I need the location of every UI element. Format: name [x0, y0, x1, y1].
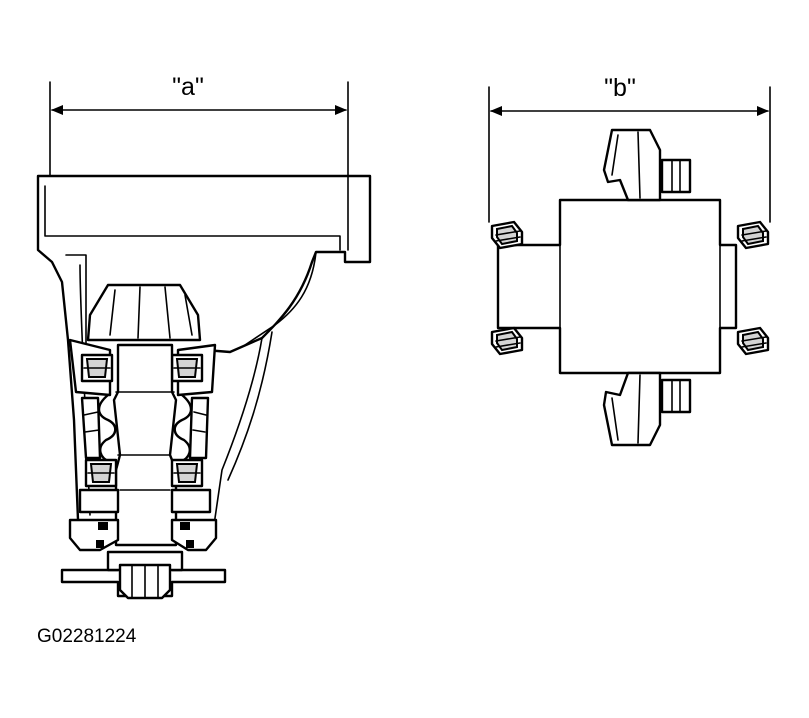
ring-gear-bolt-bottom	[660, 378, 692, 414]
differential-case-drawing	[490, 128, 770, 447]
seal-lip-right	[180, 522, 190, 530]
differential-case-body	[496, 198, 738, 375]
housing-web-hatching	[83, 411, 207, 433]
pinion-gear-head	[86, 283, 202, 342]
dimension-b: "b"	[488, 74, 771, 223]
collapsible-spacer-right	[173, 393, 193, 464]
pinion-assembly-drawing	[36, 174, 372, 600]
oil-seal-left	[68, 518, 120, 552]
side-bearing-upper-left	[490, 220, 524, 250]
side-bearing-lower-left	[490, 326, 524, 356]
rear-bearing-cup-right	[170, 488, 212, 514]
pinion-gear-teeth	[109, 286, 193, 339]
ring-gear-top	[602, 128, 662, 202]
pinion-nut-faces	[131, 564, 159, 599]
pinion-shaft	[112, 343, 178, 547]
housing-web-right	[188, 396, 210, 460]
figure-reference-code: G02281224	[37, 626, 137, 647]
ring-gear-bolt-top-head	[671, 159, 681, 193]
seal-spring-left	[96, 540, 104, 548]
rear-bearing-cup-left	[78, 488, 120, 514]
pinion-front-bearing-right	[170, 353, 204, 383]
dimension-b-label: "b"	[604, 74, 636, 102]
side-bearing-upper-right	[736, 220, 770, 250]
side-bearing-lower-right	[736, 326, 770, 356]
pinion-front-bearing-left	[80, 353, 114, 383]
collapsible-spacer-left	[97, 393, 117, 464]
ring-gear-top-flank	[611, 131, 641, 199]
dimension-a: "a"	[49, 73, 349, 251]
dimension-a-label: "a"	[172, 73, 204, 101]
ring-gear-bolt-bottom-head	[671, 379, 681, 413]
seal-spring-right	[186, 540, 194, 548]
housing-web-left	[80, 396, 102, 460]
pinion-rear-bearing-left	[84, 458, 118, 488]
ring-gear-bottom	[602, 371, 662, 447]
pinion-shaft-shoulder	[115, 391, 175, 491]
ring-gear-bolt-top	[660, 158, 692, 194]
pinion-rear-bearing-right	[170, 458, 204, 488]
carrier-housing-outline	[36, 174, 372, 547]
carrier-housing-flange-line	[44, 185, 341, 251]
ring-gear-bottom-flank	[611, 374, 641, 444]
seal-lip-left	[98, 522, 108, 530]
